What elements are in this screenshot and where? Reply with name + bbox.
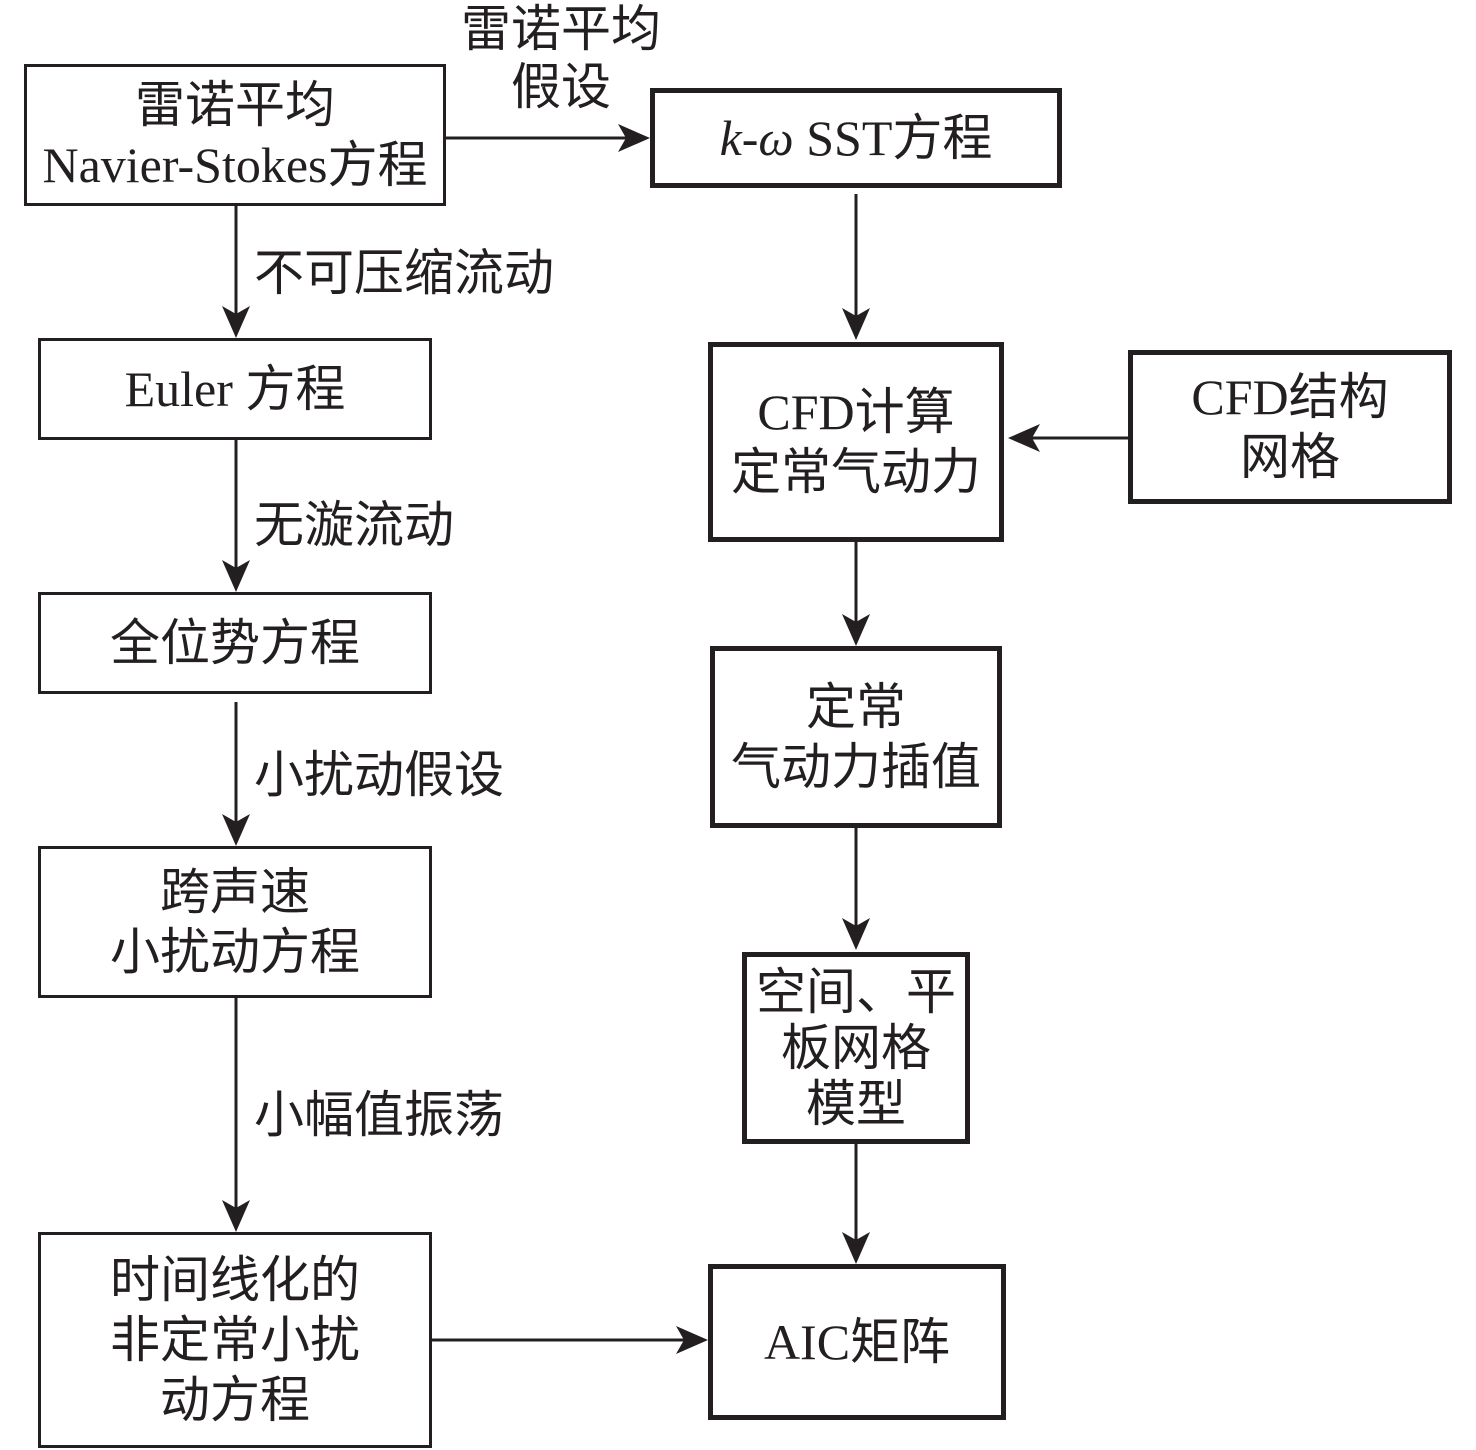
arrow-komega-to-cfdcalc bbox=[842, 194, 870, 340]
node-text: 全位势方程 bbox=[110, 615, 360, 671]
edge-label-small-disturbance: 小扰动假设 bbox=[254, 747, 504, 803]
edge-label-line: 假设 bbox=[511, 59, 611, 115]
node-full-potential-equation: 全位势方程 bbox=[38, 592, 432, 694]
node-text: AIC矩阵 bbox=[763, 1314, 951, 1370]
arrow-panel-to-aic bbox=[842, 1144, 870, 1264]
node-text: 时间线化的 bbox=[110, 1252, 360, 1308]
node-cfd-structured-grid: CFD结构 网格 bbox=[1128, 350, 1452, 504]
node-panel-grid-model: 空间、平 板网格 模型 bbox=[742, 952, 970, 1144]
edge-label-small-amplitude: 小幅值振荡 bbox=[254, 1087, 504, 1143]
k-omega-symbol: k-ω bbox=[719, 110, 794, 166]
node-text: 定常 bbox=[806, 679, 906, 735]
node-text: 板网格 bbox=[781, 1020, 931, 1076]
node-text: 模型 bbox=[806, 1076, 906, 1132]
arrow-rans-to-komega bbox=[446, 124, 650, 152]
node-cfd-steady-aero: CFD计算 定常气动力 bbox=[708, 342, 1004, 542]
node-text: 动方程 bbox=[160, 1372, 310, 1428]
arrow-interp-to-panel bbox=[842, 828, 870, 950]
edge-label-incompressible: 不可压缩流动 bbox=[254, 245, 554, 301]
node-text: k-ω SST方程 bbox=[720, 108, 993, 168]
node-text-rest: SST方程 bbox=[793, 110, 993, 166]
node-text: 跨声速 bbox=[160, 864, 310, 920]
node-text: 空间、平 bbox=[756, 964, 956, 1020]
edge-label-irrotational: 无漩流动 bbox=[254, 497, 454, 553]
node-k-omega-sst: k-ω SST方程 bbox=[650, 88, 1062, 188]
node-transonic-small-disturbance: 跨声速 小扰动方程 bbox=[38, 846, 432, 998]
edge-label-rans-assumption: 雷诺平均 假设 bbox=[456, 0, 666, 116]
arrow-timelinearized-to-aic bbox=[432, 1326, 708, 1354]
node-text: 雷诺平均 bbox=[135, 77, 335, 133]
arrow-potential-to-transonic bbox=[222, 702, 250, 846]
edge-label-line: 雷诺平均 bbox=[461, 1, 661, 57]
node-text: 小扰动方程 bbox=[110, 924, 360, 980]
node-text: 非定常小扰 bbox=[110, 1312, 360, 1368]
node-text: Euler 方程 bbox=[124, 361, 346, 417]
node-text: CFD计算 bbox=[757, 384, 955, 440]
node-aic-matrix: AIC矩阵 bbox=[708, 1264, 1006, 1420]
node-text: 网格 bbox=[1240, 429, 1340, 485]
node-text: CFD结构 bbox=[1191, 369, 1389, 425]
node-steady-aero-interpolation: 定常 气动力插值 bbox=[710, 646, 1002, 828]
node-text: 气动力插值 bbox=[731, 739, 981, 795]
arrow-euler-to-potential bbox=[222, 440, 250, 592]
node-time-linearized-unsteady: 时间线化的 非定常小扰 动方程 bbox=[38, 1232, 432, 1448]
node-text: Navier-Stokes方程 bbox=[42, 137, 428, 193]
arrow-transonic-to-timelinearized bbox=[222, 998, 250, 1232]
node-euler-equation: Euler 方程 bbox=[38, 338, 432, 440]
arrow-cfdcalc-to-interp bbox=[842, 542, 870, 646]
node-text: 定常气动力 bbox=[731, 444, 981, 500]
node-rans-navier-stokes: 雷诺平均 Navier-Stokes方程 bbox=[24, 64, 446, 206]
arrow-rans-to-euler bbox=[222, 206, 250, 338]
arrow-cfdgrid-to-cfdcalc bbox=[1008, 424, 1128, 452]
